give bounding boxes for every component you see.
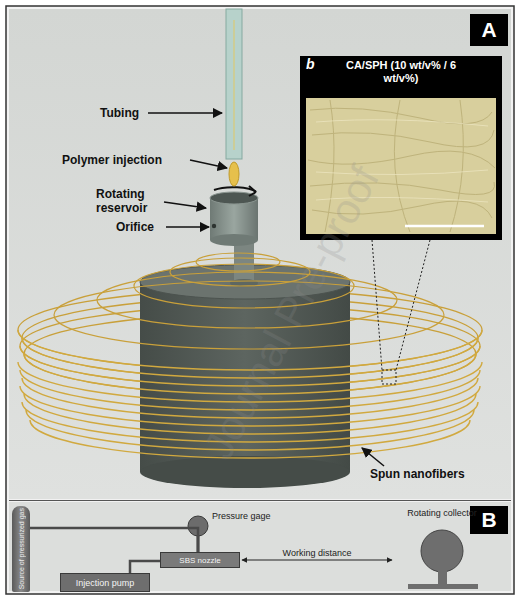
gas-line: [130, 561, 160, 573]
sbs-nozzle: SBS nozzle: [160, 552, 240, 568]
node-text: SBS nozzle: [179, 556, 220, 565]
gas-line: [30, 528, 198, 552]
node-text: B: [481, 508, 496, 532]
dimension-arrow: [242, 560, 392, 561]
part-label: Polymer injection: [62, 153, 192, 167]
edge-label: Working distance: [283, 548, 352, 558]
inset-photo: b CA/SPH (10 wt/v% / 6 wt/v%): [300, 56, 502, 240]
injection-pump: Injection pump: [60, 573, 150, 592]
part-label: Rotating reservoir: [96, 187, 166, 215]
panel-tag: A: [470, 14, 508, 46]
part-label: Pressure gage: [212, 509, 292, 523]
gas-cylinder: Source of pressurized gas: [12, 506, 30, 592]
node-text: A: [481, 18, 496, 42]
part-label: Orifice: [116, 220, 176, 234]
part-label: Spun nanofibers: [370, 467, 500, 481]
node-text: Injection pump: [76, 578, 135, 588]
node-text: Source of pressurized gas: [18, 508, 25, 589]
rotating-collector: Rotating collector: [392, 508, 492, 590]
part-label: Tubing: [100, 106, 160, 120]
node-text: CA/SPH (10 wt/v% / 6 wt/v%): [341, 59, 461, 85]
node-text: Rotating collector: [407, 508, 477, 518]
node-text: b: [306, 57, 315, 71]
